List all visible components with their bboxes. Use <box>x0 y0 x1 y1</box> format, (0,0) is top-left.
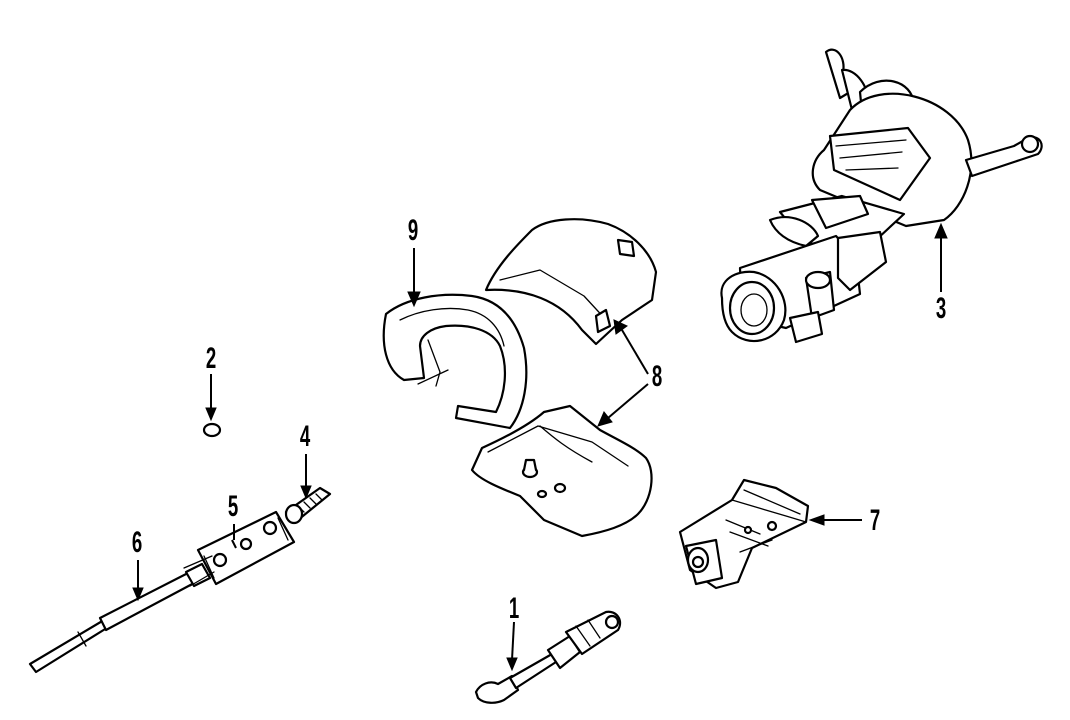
part-3-steering-column-assembly <box>720 48 1043 344</box>
part-6-lock-rod <box>28 555 215 674</box>
leader-lines <box>132 222 948 672</box>
callout-number-9: 9 <box>407 214 419 247</box>
part-8-lower-column-cover <box>470 404 653 538</box>
part-5-lock-plate <box>196 510 296 586</box>
part-2-nut <box>202 422 222 438</box>
part-1-actuator-rod <box>474 610 622 704</box>
callout-number-5: 5 <box>227 490 239 523</box>
callout-number-4: 4 <box>299 420 311 453</box>
part-7-lock-housing <box>678 478 810 590</box>
callout-number-6: 6 <box>131 526 143 559</box>
callout-number-3: 3 <box>935 292 947 325</box>
part-4-bolt <box>284 486 332 525</box>
callout-number-1: 1 <box>508 592 520 625</box>
part-8-upper-column-cover <box>484 218 658 346</box>
callout-number-8: 8 <box>651 360 663 393</box>
callout-number-2: 2 <box>205 342 217 375</box>
callout-number-7: 7 <box>869 504 881 537</box>
part-9-upper-shroud <box>382 293 528 430</box>
